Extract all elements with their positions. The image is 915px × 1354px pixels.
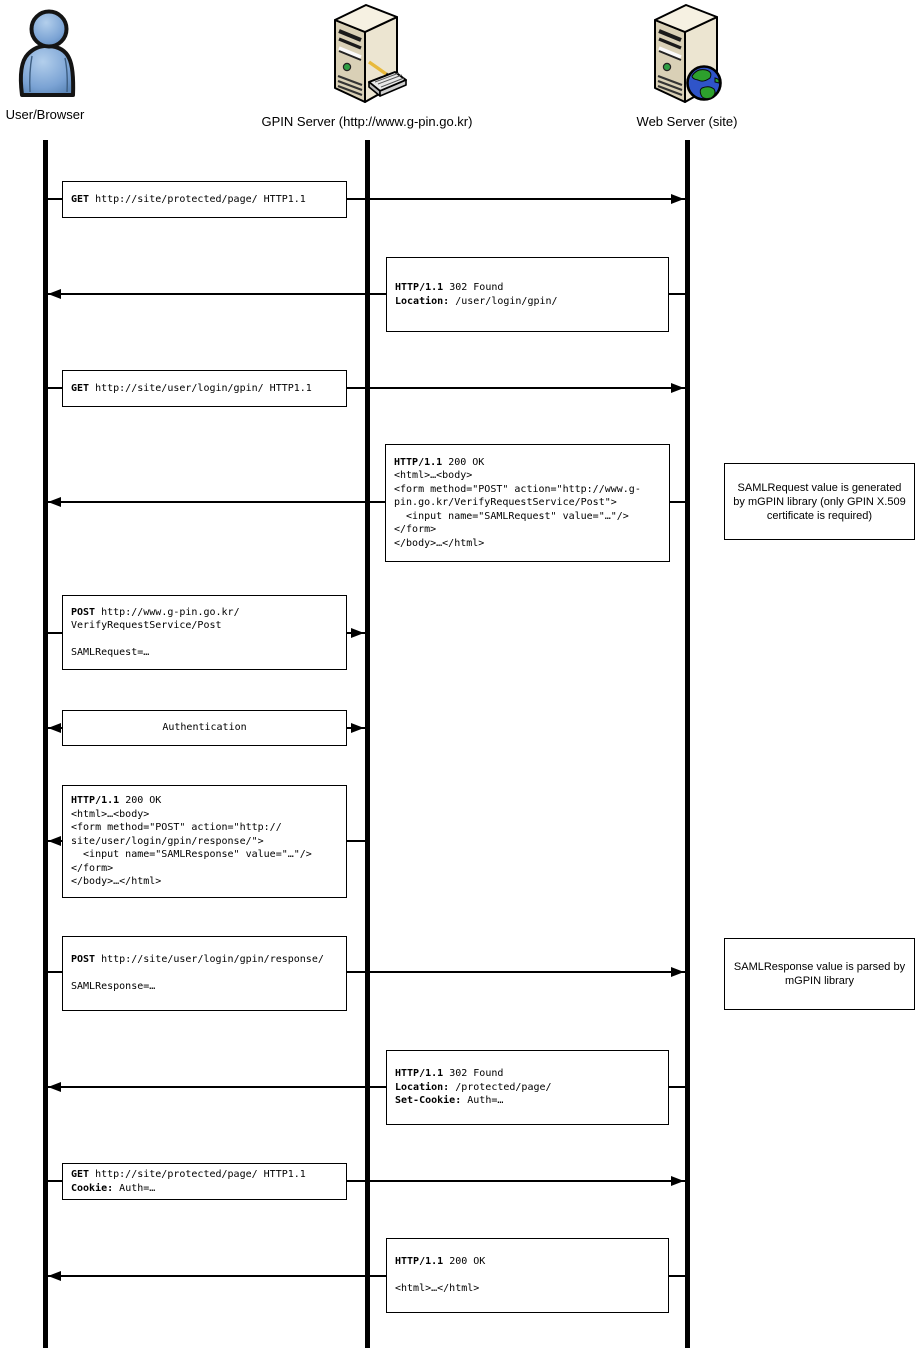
message-line: </form> <box>394 524 437 536</box>
message-line: <input name="SAMLRequest" value="…"/> <box>394 510 629 522</box>
server-globe-icon <box>645 0 729 112</box>
message-box-m1: GET http://site/protected/page/ HTTP1.1 <box>62 181 347 218</box>
message-line: POST http://www.g-pin.go.kr/ <box>71 606 240 618</box>
message-box-m3: GET http://site/user/login/gpin/ HTTP1.1 <box>62 370 347 407</box>
arrowhead-left-icon <box>48 722 61 733</box>
message-line: GET http://site/protected/page/ HTTP1.1 <box>71 1169 306 1180</box>
message-box-m8: POST http://site/user/login/gpin/respons… <box>62 936 347 1011</box>
message-box-m5: POST http://www.g-pin.go.kr/VerifyReques… <box>62 595 347 670</box>
message-line: Authentication <box>162 722 247 734</box>
message-box-m4: HTTP/1.1 200 OK <html>…<body><form method… <box>385 444 670 562</box>
message-box-m7: HTTP/1.1 200 OK<html>…<body> <form method… <box>62 785 347 898</box>
message-line: <html>…<body> <box>71 808 150 820</box>
arrowhead-left-icon <box>48 496 61 507</box>
message-line: <html>…<body> <box>394 470 473 482</box>
message-arrow-m9 <box>45 1086 687 1088</box>
actor-gpin-server: GPIN Server (http://www.g-pin.go.kr) <box>217 0 517 129</box>
actor-user-browser: User/Browser <box>0 0 195 122</box>
arrowhead-left-icon <box>48 288 61 299</box>
actor-label-web-server: Web Server (site) <box>636 114 738 129</box>
person-icon <box>12 6 78 105</box>
message-line: POST http://site/user/login/gpin/respons… <box>71 954 324 966</box>
message-line: HTTP/1.1 302 Found <box>395 282 504 293</box>
arrowhead-left-icon <box>48 1270 61 1281</box>
message-line <box>395 1269 660 1283</box>
message-line: GET http://site/protected/page/ HTTP1.1 <box>71 193 306 205</box>
note-n1: SAMLRequest value is generated by mGPIN … <box>724 463 915 540</box>
message-arrow-m8 <box>45 971 687 973</box>
server-keyboard-icon <box>325 0 409 112</box>
message-line: VerifyRequestService/Post <box>71 620 222 631</box>
actor-label-user-browser: User/Browser <box>5 107 85 122</box>
message-line: Location: /user/login/gpin/ <box>395 295 558 307</box>
message-arrow-m2 <box>45 293 687 295</box>
arrowhead-right-icon <box>351 627 364 638</box>
lifeline-web <box>684 140 690 1348</box>
arrowhead-right-icon <box>351 722 364 733</box>
message-box-m11: HTTP/1.1 200 OK <html>…</html> <box>386 1238 669 1313</box>
lifeline-gpin <box>364 140 370 1348</box>
message-line: HTTP/1.1 200 OK <box>394 456 485 468</box>
message-arrow-m3 <box>45 387 687 389</box>
message-line: Location: /protected/page/ <box>395 1081 552 1093</box>
message-line: HTTP/1.1 200 OK <box>71 795 162 807</box>
arrowhead-right-icon <box>671 1175 684 1186</box>
message-line: <form method="POST" action="http:// <box>71 822 282 834</box>
arrowhead-right-icon <box>671 193 684 204</box>
message-line: pin.go.kr/VerifyRequestService/Post"> <box>394 497 617 509</box>
message-arrow-m4 <box>45 501 687 503</box>
arrowhead-left-icon <box>48 835 61 846</box>
message-line: Cookie: Auth=… <box>71 1182 156 1194</box>
message-arrow-m10 <box>45 1180 687 1182</box>
message-line: <form method="POST" action="http://www.g… <box>394 483 641 495</box>
message-line: HTTP/1.1 302 Found <box>395 1068 504 1080</box>
message-line: </body>…</html> <box>394 537 485 549</box>
message-line: HTTP/1.1 200 OK <box>395 1256 486 1268</box>
lifeline-user <box>42 140 48 1348</box>
message-line <box>71 633 338 647</box>
arrowhead-right-icon <box>671 382 684 393</box>
message-line: <html>…</html> <box>395 1283 480 1295</box>
note-n2: SAMLResponse value is parsed by mGPIN li… <box>724 938 915 1010</box>
message-arrow-m11 <box>45 1275 687 1277</box>
arrowhead-right-icon <box>671 966 684 977</box>
message-line: SAMLRequest=… <box>71 647 150 658</box>
message-line <box>71 967 338 981</box>
message-line: site/user/login/gpin/response/"> <box>71 835 264 847</box>
arrowhead-left-icon <box>48 1081 61 1092</box>
actor-label-gpin-server: GPIN Server (http://www.g-pin.go.kr) <box>261 114 473 129</box>
message-line: <input name="SAMLResponse" value="…"/> <box>71 849 312 861</box>
actor-web-server: Web Server (site) <box>537 0 837 129</box>
message-line: Set-Cookie: Auth=… <box>395 1095 504 1107</box>
message-arrow-m1 <box>45 198 687 200</box>
message-line: GET http://site/user/login/gpin/ HTTP1.1 <box>71 382 312 394</box>
message-line: SAMLResponse=… <box>71 981 156 993</box>
message-line: </body>…</html> <box>71 876 162 888</box>
message-line: </form> <box>71 862 114 874</box>
message-box-m6: Authentication <box>62 710 347 746</box>
